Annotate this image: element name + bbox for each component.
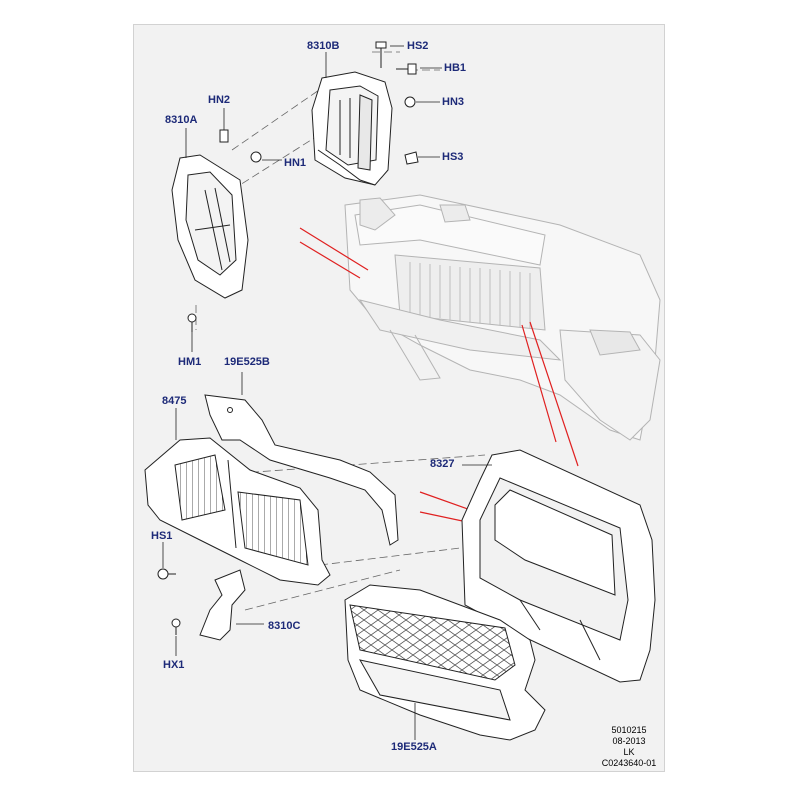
screw-hs3 [404, 151, 419, 165]
deflector-8310B [311, 71, 393, 186]
clip-hm1 [187, 313, 197, 332]
label-8310A: 8310A [165, 114, 198, 126]
label-8327: 8327 [430, 458, 455, 470]
label-8310B: 8310B [307, 40, 340, 52]
callout-leaders [162, 45, 492, 740]
reference-model: LK [623, 747, 635, 757]
label-hm1: HM1 [178, 356, 202, 368]
label-19E525B: 19E525B [224, 356, 270, 368]
reference-date: 08-2013 [612, 736, 646, 746]
label-hn3: HN3 [442, 96, 465, 108]
bracket-19E525B [204, 394, 399, 546]
label-hn2: HN2 [208, 94, 231, 106]
nut-hn1 [250, 151, 262, 163]
label-hs1: HS1 [151, 530, 173, 542]
label-hx1: HX1 [163, 659, 185, 671]
nut-hn2 [219, 129, 229, 143]
label-hs3: HS3 [442, 151, 464, 163]
label-8475: 8475 [162, 395, 187, 407]
label-19E525A: 19E525A [391, 741, 437, 753]
deflector-8310A [171, 154, 249, 299]
label-hs2: HS2 [407, 40, 429, 52]
air-duct-19E525A [344, 584, 546, 741]
reference-code: 5010215 [611, 725, 647, 735]
fasteners [157, 41, 419, 635]
bolt-hb1 [396, 63, 417, 75]
front-end-assembly-ghost [344, 194, 661, 441]
bolt-hs2 [375, 41, 387, 68]
label-hn1: HN1 [284, 157, 307, 169]
screw-hs1 [157, 568, 176, 580]
shutter-grille-8475 [144, 437, 331, 586]
drawing-reference: 5010215 08-2013 LK C0243640-01 [598, 725, 660, 769]
clip-hx1 [171, 618, 181, 635]
deflector-8310C [199, 569, 246, 641]
label-hb1: HB1 [444, 62, 467, 74]
air-deflector-frame-8327 [461, 449, 656, 683]
nut-hn3 [404, 96, 416, 108]
reference-drawing-id: C0243640-01 [601, 758, 657, 768]
label-8310C: 8310C [268, 620, 301, 632]
